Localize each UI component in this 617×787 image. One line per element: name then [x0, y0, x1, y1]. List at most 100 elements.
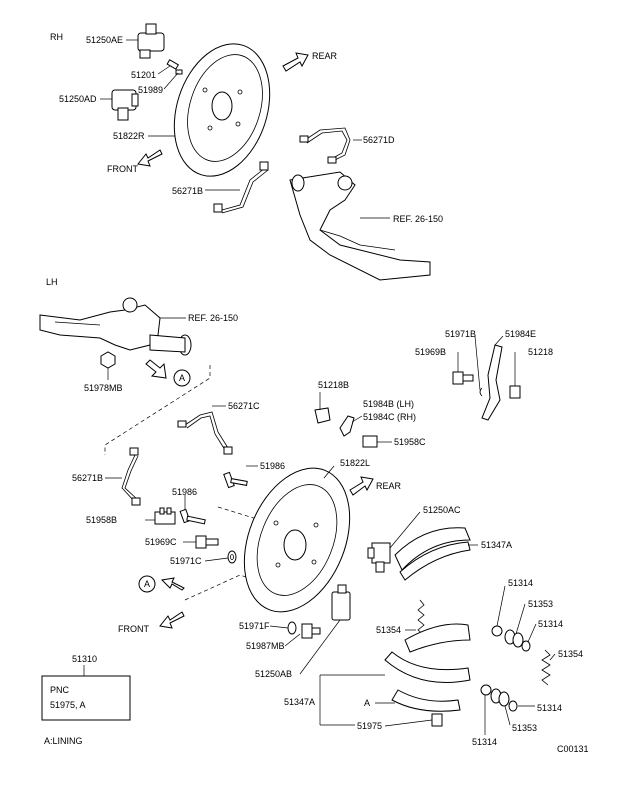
- label-51218B: 51218B: [318, 380, 349, 390]
- label-51984C: 51984C (RH): [363, 412, 416, 422]
- marker-a-2-text: A: [144, 579, 150, 589]
- brake-shoe-51347A-lower: [384, 651, 471, 712]
- label-ref-top: REF. 26-150: [393, 214, 443, 224]
- label-51250AE: 51250AE: [86, 35, 123, 45]
- cup-51314-d: [508, 700, 518, 712]
- label-51971B: 51971B: [445, 329, 476, 339]
- label-51314-c: 51314: [472, 737, 497, 747]
- dash-line-1: [104, 365, 211, 455]
- legend-lining: A:LINING: [44, 736, 83, 746]
- backing-plate-lh: [243, 467, 351, 613]
- label-front-bottom: FRONT: [118, 624, 149, 634]
- label-51984E: 51984E: [505, 329, 536, 339]
- marker-a-2: [138, 575, 156, 593]
- label-56271B-top: 56271B: [172, 186, 203, 196]
- label-51314-d: 51314: [537, 703, 562, 713]
- bolt-51986-lower: [179, 508, 206, 525]
- label-ref-lh: REF. 26-150: [188, 313, 238, 323]
- label-56271D: 56271D: [363, 135, 395, 145]
- label-51354-l: 51354: [376, 625, 401, 635]
- wheel-cylinder-51250AC: [367, 542, 391, 573]
- label-51987MB: 51987MB: [246, 641, 285, 651]
- spring-51353-a: [504, 629, 524, 648]
- bolt-51987MB: [301, 623, 321, 639]
- label-51250AC: 51250AC: [423, 505, 461, 515]
- shoe-web: [404, 623, 471, 653]
- brake-tube-56271C: [184, 411, 229, 449]
- label-51986-b: 51986: [172, 487, 197, 497]
- pnc-box: [41, 675, 131, 721]
- clip-51958C: [362, 435, 378, 448]
- label-51201: 51201: [131, 70, 156, 80]
- spring-51353-b: [490, 688, 510, 707]
- label-51822R: 51822R: [113, 131, 145, 141]
- label-51310: 51310: [72, 654, 97, 664]
- label-51958C: 51958C: [394, 437, 426, 447]
- label-56271C: 56271C: [228, 401, 260, 411]
- label-51314-a: 51314: [508, 578, 533, 588]
- nut-51978MB: [100, 351, 116, 369]
- label-51347A-r: 51347A: [481, 540, 512, 550]
- bolt-51969B: [452, 371, 474, 385]
- figure-code: C00131: [557, 744, 589, 754]
- spring-51354-right: [541, 649, 551, 686]
- backing-plate-rh: [173, 43, 271, 177]
- nut-51218: [509, 385, 521, 399]
- pnc-line1: PNC: [50, 685, 70, 695]
- wheel-cylinder-51250AE: [137, 23, 165, 59]
- marker-a-1-text: A: [179, 373, 185, 383]
- section-lh: LH: [46, 277, 58, 287]
- label-51986-a: 51986: [260, 461, 285, 471]
- label-51218: 51218: [528, 347, 553, 357]
- arrow-to-a-1: [145, 359, 167, 379]
- label-51250AB: 51250AB: [255, 669, 292, 679]
- label-51958B: 51958B: [86, 515, 117, 525]
- pin-51314-c: [480, 684, 492, 696]
- brake-shoe-51347A-upper: [394, 527, 471, 581]
- pnc-line2: 51975, A: [50, 700, 86, 710]
- pin-51314-a: [491, 625, 503, 637]
- pin-51975: [431, 713, 443, 727]
- rear-arrow-bottom: [349, 476, 374, 496]
- label-51978MB: 51978MB: [84, 383, 123, 393]
- wheel-cylinder-51250AD: [111, 89, 139, 121]
- label-51353-b: 51353: [512, 723, 537, 733]
- label-a-lining: A: [364, 698, 370, 708]
- bleeder-51201: [166, 59, 183, 75]
- brake-tube-56271D: [304, 127, 351, 161]
- label-rear-bottom: REAR: [376, 481, 402, 491]
- axle-beam-lh: [39, 297, 192, 356]
- label-56271B-lh: 56271B: [72, 473, 103, 483]
- label-51353-a: 51353: [528, 599, 553, 609]
- section-rh: RH: [50, 32, 63, 42]
- label-51969C: 51969C: [145, 537, 177, 547]
- arrow-to-a-2: [160, 577, 185, 591]
- bracket-51984B: [339, 415, 355, 437]
- brake-tube-56271B-top: [221, 167, 266, 211]
- cup-51314-b: [521, 640, 531, 652]
- label-51984B: 51984B (LH): [363, 399, 414, 409]
- wheel-cylinder-51250AB: [331, 584, 351, 621]
- washer-51971C: [227, 550, 237, 564]
- nut-51218B: [314, 407, 331, 424]
- bracket-51984E: [481, 344, 503, 421]
- washer-51971F: [287, 621, 297, 635]
- label-51347A-l: 51347A: [284, 697, 315, 707]
- rear-arrow-top: [282, 52, 309, 72]
- washer-51971B: [479, 387, 483, 397]
- label-51975: 51975: [357, 721, 382, 731]
- bolt-51986-upper: [223, 471, 248, 489]
- leader-lines: [100, 39, 556, 735]
- marker-a-1: [173, 369, 191, 387]
- brake-tube-56271B-lh: [121, 454, 136, 503]
- label-51989: 51989: [138, 85, 163, 95]
- axle-beam-rh: [289, 171, 431, 281]
- label-rear-top: REAR: [312, 51, 338, 61]
- label-front-top: FRONT: [107, 164, 138, 174]
- label-51354-r: 51354: [558, 649, 583, 659]
- label-51314-b: 51314: [538, 619, 563, 629]
- dash-line-2: [217, 506, 261, 521]
- label-51250AD: 51250AD: [59, 94, 97, 104]
